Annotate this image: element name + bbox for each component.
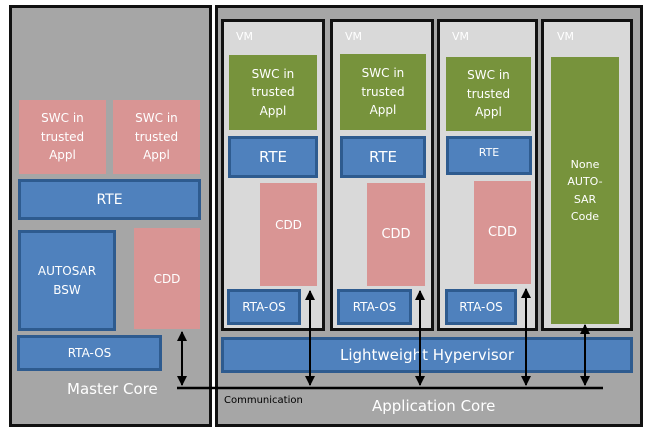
master-swc-1: SWC in trusted Appl [19, 100, 106, 174]
vm-3-label: VM [452, 30, 470, 43]
vm-4-label: VM [557, 30, 575, 43]
master-autosar-bsw: AUTOSAR BSW [18, 230, 116, 331]
vm-1-rta-os: RTA-OS [227, 289, 301, 325]
lightweight-hypervisor: Lightweight Hypervisor [221, 337, 633, 373]
communication-label: Communication [224, 395, 303, 406]
master-rta-os: RTA-OS [17, 335, 162, 371]
application-core-label: Application Core [372, 397, 496, 415]
master-swc-2: SWC in trusted Appl [113, 100, 200, 174]
vm-4-none-autosar-code: None AUTO- SAR Code [551, 57, 619, 324]
vm-2-swc: SWC in trusted Appl [340, 54, 426, 130]
vm-1-swc: SWC in trusted Appl [229, 55, 317, 130]
vm-3-rte: RTE [446, 136, 532, 175]
vm-2-cdd: CDD [367, 183, 425, 286]
vm-2-label: VM [345, 30, 363, 43]
vm-1-label: VM [236, 30, 254, 43]
vm-3-swc: SWC in trusted Appl [446, 57, 531, 131]
vm-2-rte: RTE [340, 136, 426, 178]
vm-3-cdd: CDD [474, 181, 531, 284]
vm-1-cdd: CDD [260, 183, 317, 286]
vm-1-rte: RTE [228, 136, 318, 178]
master-cdd: CDD [134, 228, 200, 329]
vm-2-rta-os: RTA-OS [337, 289, 412, 325]
master-core-label: Master Core [67, 380, 158, 398]
master-rte: RTE [18, 179, 201, 220]
vm-3-rta-os: RTA-OS [445, 289, 517, 325]
